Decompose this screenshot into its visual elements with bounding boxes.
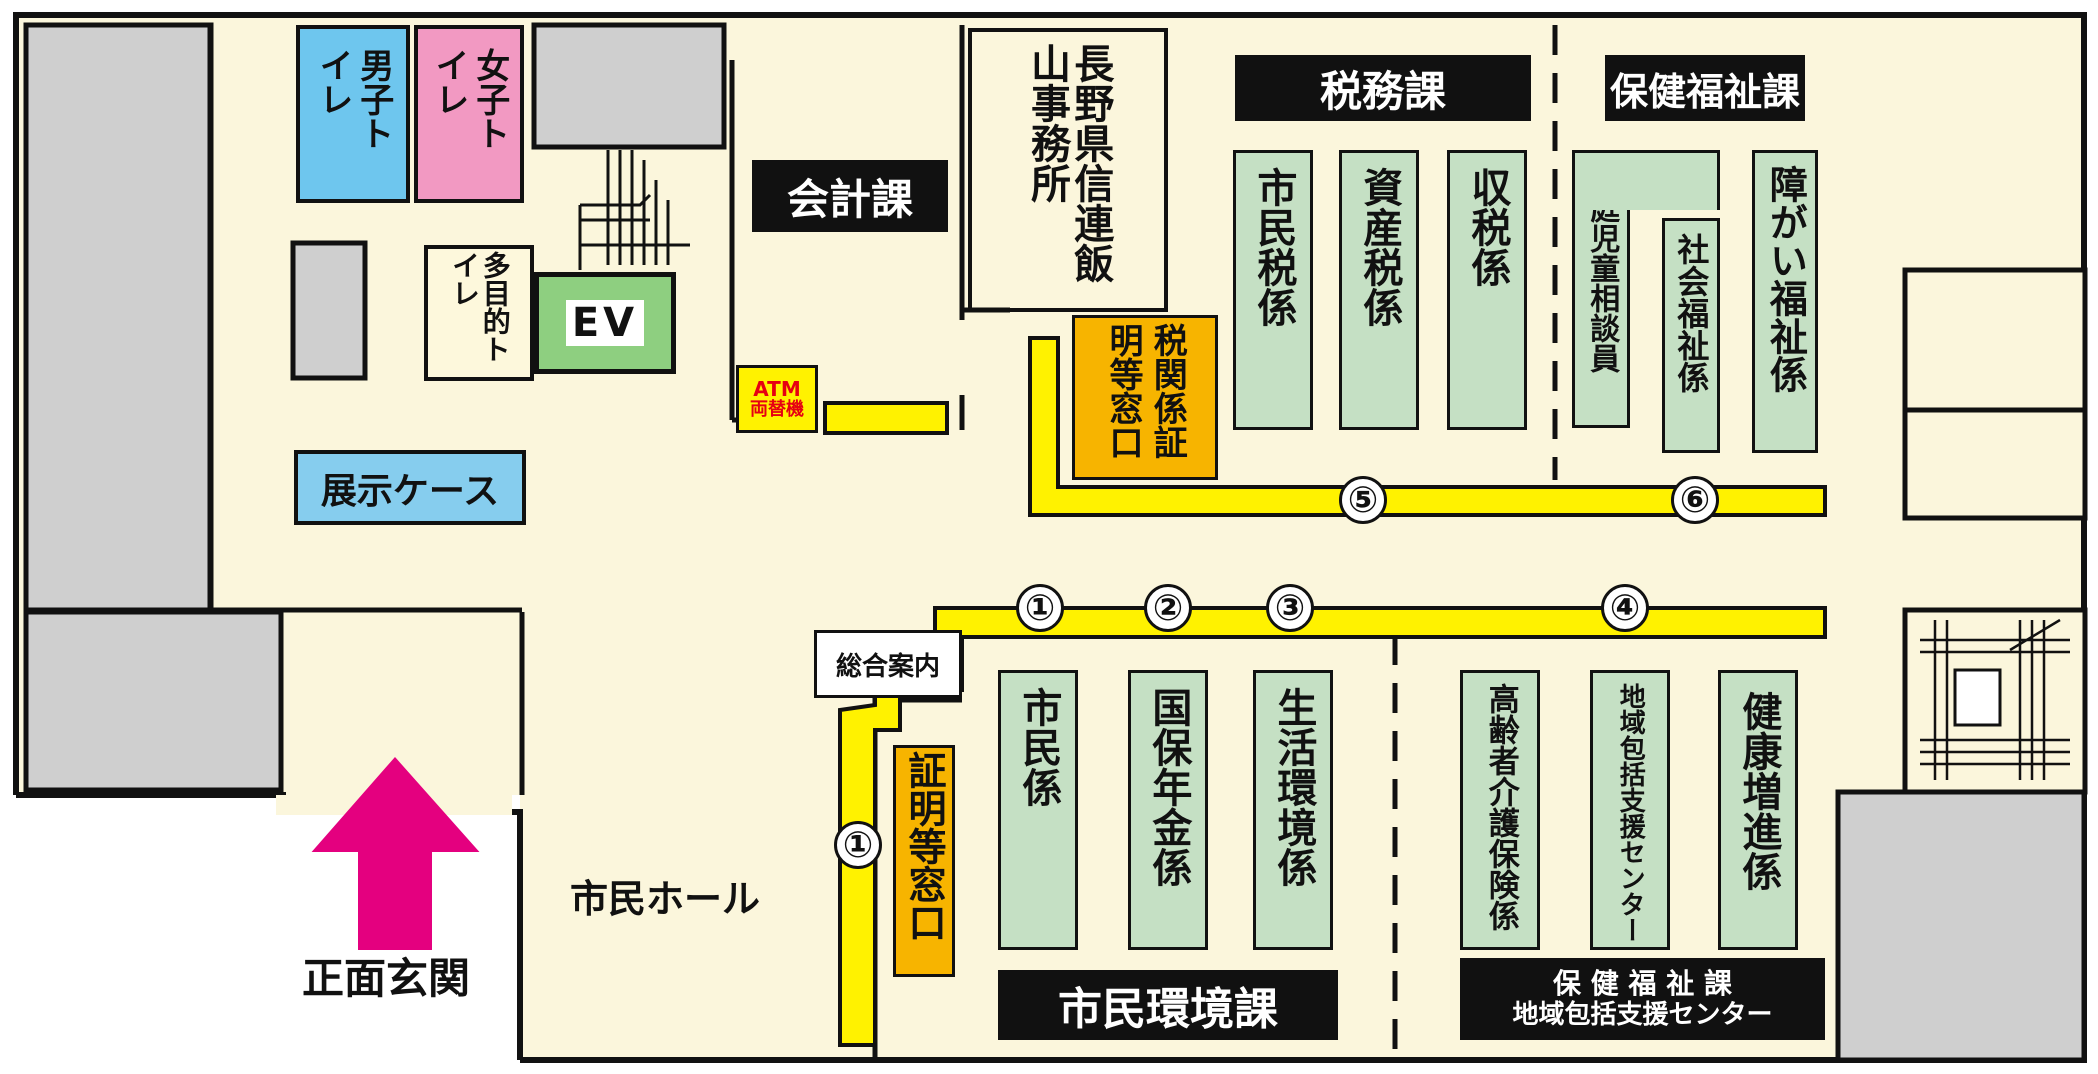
right-room-upper xyxy=(1902,267,2088,521)
counter-number-3: ③ xyxy=(1266,584,1314,632)
information-desk-label: 総合案内 xyxy=(835,651,940,682)
health-welfare-division-label: 保健福祉課 xyxy=(1605,55,1805,121)
desk-kokuho-nenkin: 国保年金係 xyxy=(1128,670,1208,950)
atm: ATM 両替機 xyxy=(736,365,818,433)
display-showcase: 展示ケース xyxy=(294,450,526,525)
office-box xyxy=(968,28,1168,312)
desk-shuzei: 収税係 xyxy=(1447,150,1527,430)
tax-certificate-window-label: 税関係証明等窓口 xyxy=(1103,322,1188,459)
gray-block-small xyxy=(290,240,368,381)
desk-shimin: 市民係 xyxy=(998,670,1078,950)
desk-shimin-zei: 市民税係 xyxy=(1233,150,1313,430)
counter-tax-L xyxy=(1028,336,1827,517)
tax-division-label: 税務課 xyxy=(1235,55,1531,121)
desk-shisan-zei: 資産税係 xyxy=(1339,150,1419,430)
gray-block-upper-left xyxy=(23,22,214,613)
desk-kenko-zoshin: 健康増進係 xyxy=(1718,670,1798,950)
health-welfare-community-label: 保 健 福 祉 課 地域包括支援センター xyxy=(1460,958,1825,1040)
prefecture-office: 長野県信連飯山事務所 xyxy=(975,38,1161,308)
stairs-upper xyxy=(578,150,690,270)
desk-katei-jido-top xyxy=(1572,150,1720,210)
counter-number-2: ② xyxy=(1144,584,1192,632)
entrance-label: 正面玄関 xyxy=(302,954,471,1003)
stairs-right xyxy=(1920,618,2070,780)
multipurpose-restroom: 多目的トイレ xyxy=(424,245,534,381)
desk-koreisha-kaigo: 高齢者介護保険係 xyxy=(1460,670,1540,950)
counter-atm xyxy=(823,401,949,435)
showcase-label: 展示ケース xyxy=(320,470,500,512)
womens-restroom: 女子トイレ xyxy=(414,25,524,203)
civic-environment-division-label: 市民環境課 xyxy=(998,970,1338,1040)
gray-block-lower-left xyxy=(23,609,284,793)
counter-number-1: ① xyxy=(1016,584,1064,632)
desk-chiiki-houkatsu: 地域包括支援センター xyxy=(1590,670,1670,950)
atm-label: ATM xyxy=(753,377,801,402)
atm-sublabel: 両替機 xyxy=(750,399,804,421)
information-desk: 総合案内 xyxy=(814,630,962,698)
elevator: EV xyxy=(534,272,676,374)
desk-shogai-fukushi: 障がい福祉係 xyxy=(1752,150,1818,453)
accounting-section-label: 会計課 xyxy=(752,160,948,232)
citizens-hall-label: 市民ホール xyxy=(570,877,761,921)
prefecture-office-label: 長野県信連飯山事務所 xyxy=(1024,43,1114,283)
mens-restroom: 男子トイレ xyxy=(296,25,410,203)
womens-restroom-label: 女子トイレ xyxy=(429,48,510,150)
gray-block-top-center xyxy=(531,22,727,150)
counter-number-5: ⑤ xyxy=(1339,476,1387,524)
mens-restroom-label: 男子トイレ xyxy=(313,48,394,150)
counter-number-4: ④ xyxy=(1601,584,1649,632)
certificate-window: 証明等窓口 xyxy=(893,745,955,977)
gray-block-bottom-right xyxy=(1835,789,2087,1063)
counter-number-6: ⑥ xyxy=(1671,476,1719,524)
elevator-label: EV xyxy=(565,300,645,346)
entrance-arrow xyxy=(311,756,480,950)
counter-number-1-left: ① xyxy=(834,821,882,869)
desk-shakai-fukushi: 社会福祉係 xyxy=(1662,218,1720,453)
certificate-window-label: 証明等窓口 xyxy=(902,751,946,941)
tax-certificate-window: 税関係証明等窓口 xyxy=(1072,315,1218,480)
desk-seikatsu-kankyo: 生活環境係 xyxy=(1253,670,1333,950)
multipurpose-restroom-label: 多目的トイレ xyxy=(448,251,512,363)
